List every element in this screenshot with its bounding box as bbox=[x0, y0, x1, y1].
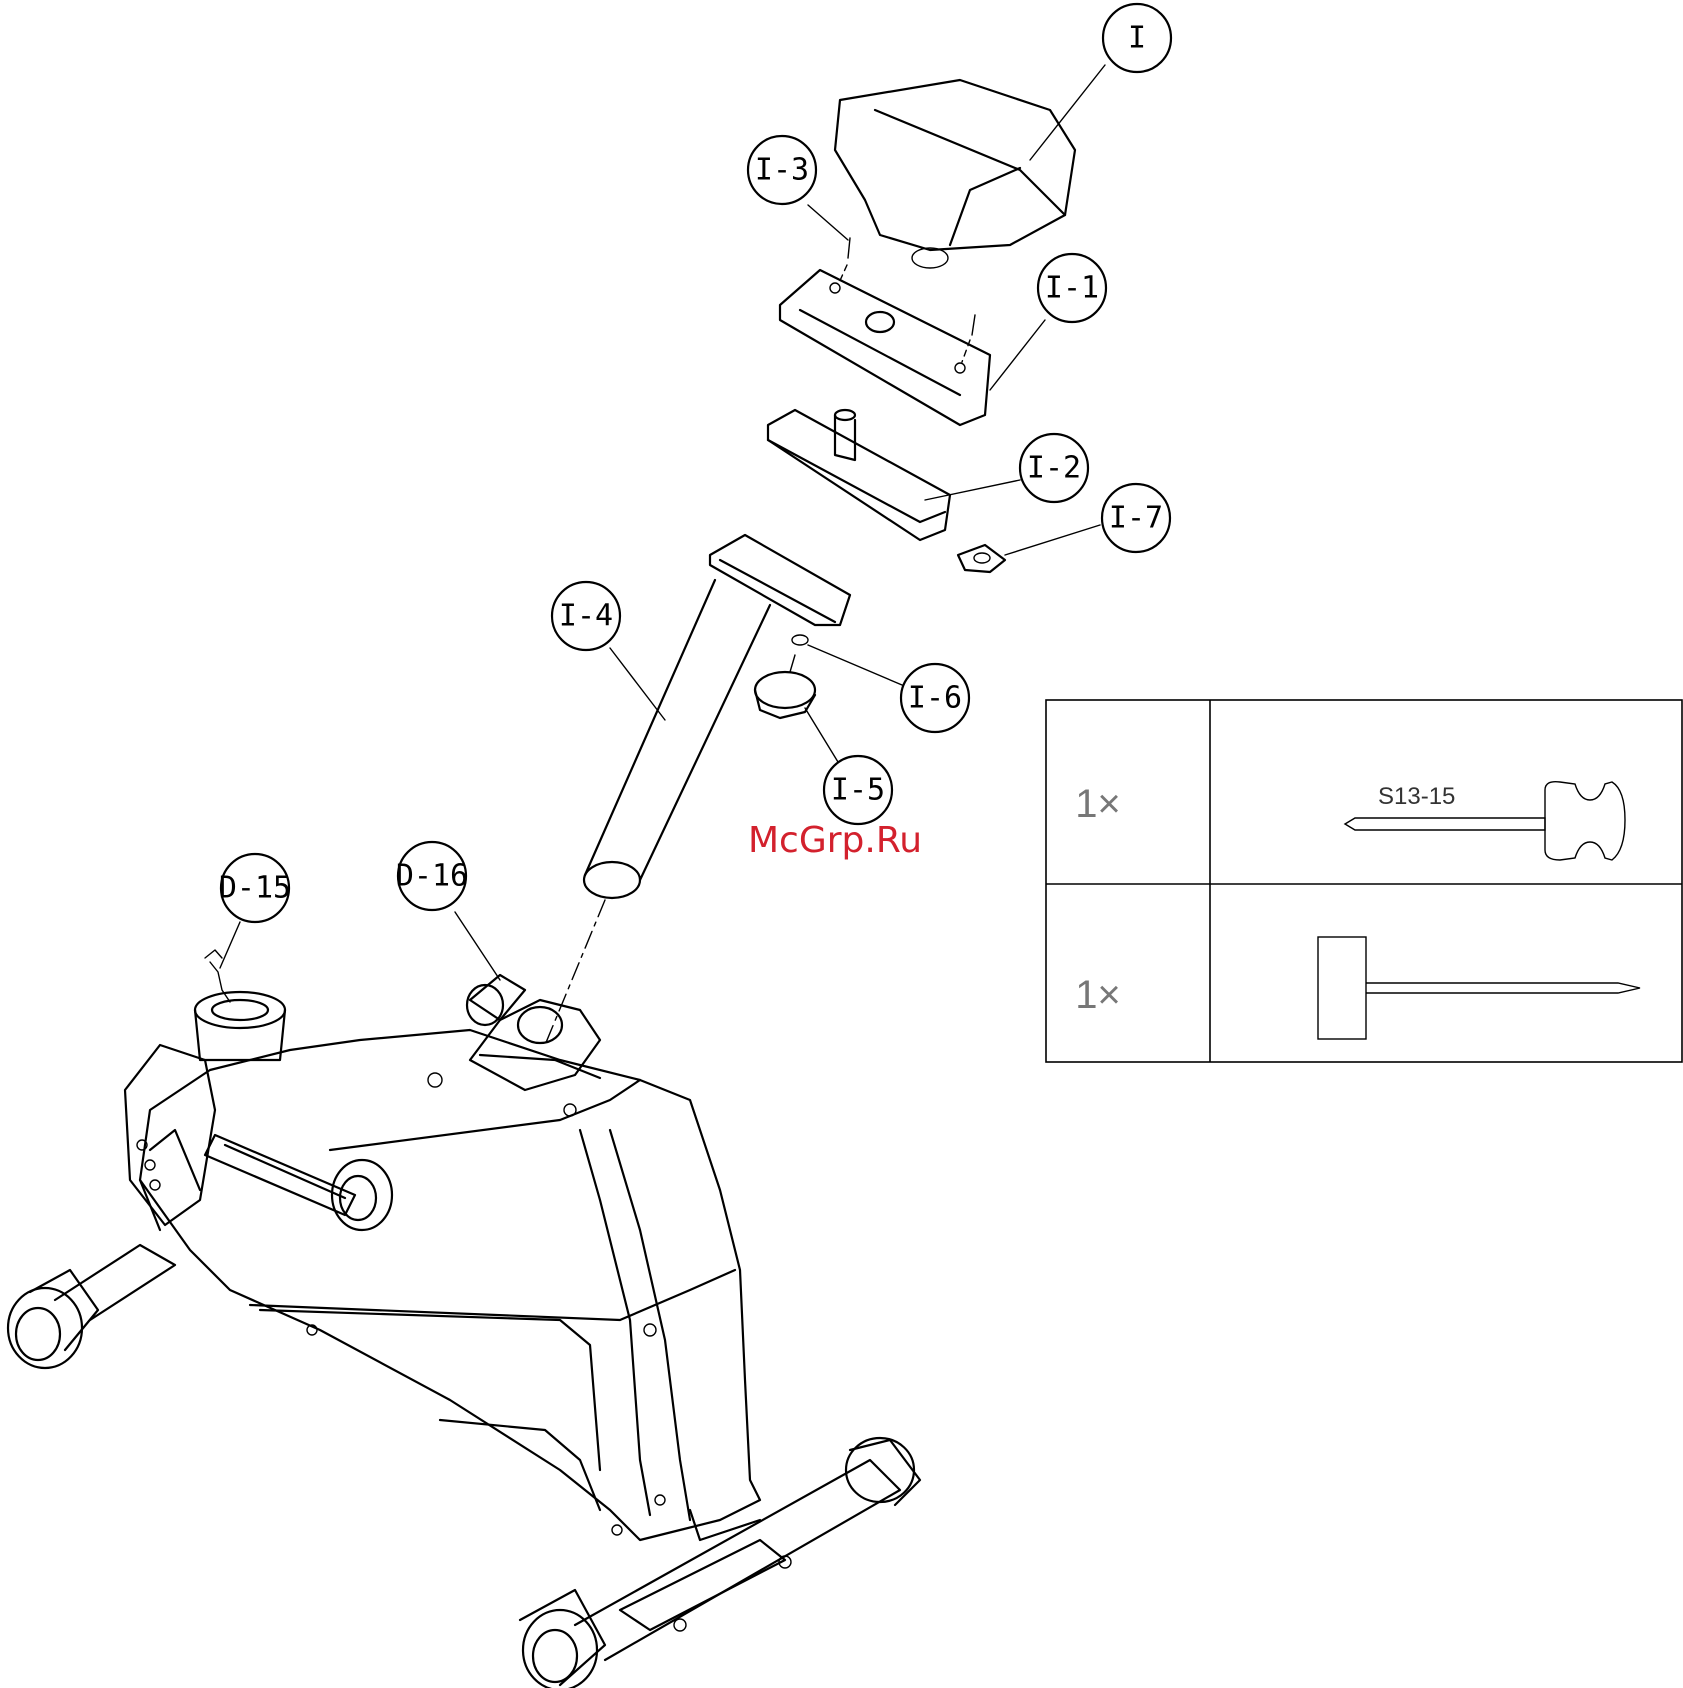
callout-seat-rail: I-2 bbox=[1020, 434, 1088, 502]
callout-label: I-7 bbox=[1109, 501, 1163, 536]
callout-seat-screw: I-3 bbox=[748, 136, 816, 204]
callout-label: I-2 bbox=[1027, 451, 1081, 486]
callout-seat-post: I-4 bbox=[552, 582, 620, 650]
leader-lines bbox=[220, 65, 1105, 980]
callout-label: I bbox=[1128, 21, 1146, 56]
tools-table: 1× S13-15 1× bbox=[1046, 700, 1682, 1062]
callout-rail-clip: I-7 bbox=[1102, 484, 1170, 552]
callout-seat: I bbox=[1103, 4, 1171, 72]
callout-label: I-4 bbox=[559, 599, 613, 634]
callout-tension-knob: D-16 bbox=[396, 842, 468, 910]
tool-qty: 1× bbox=[1075, 782, 1121, 826]
seat-rail bbox=[768, 410, 950, 540]
callout-label: I-1 bbox=[1045, 271, 1099, 306]
callout-label: I-3 bbox=[755, 153, 809, 188]
callout-knob: I-5 bbox=[824, 756, 892, 824]
callout-label: D-15 bbox=[219, 871, 291, 906]
watermark: McGrp.Ru bbox=[748, 820, 922, 861]
seat-saddle bbox=[835, 80, 1075, 268]
callout-label: I-5 bbox=[831, 773, 885, 808]
washer bbox=[792, 635, 808, 645]
rail-clip bbox=[958, 545, 1005, 572]
tool-label: S13-15 bbox=[1378, 783, 1455, 810]
callout-label: D-16 bbox=[396, 859, 468, 894]
callout-seat-cover: I-1 bbox=[1038, 254, 1106, 322]
callout-sensor-wire: D-15 bbox=[219, 854, 291, 922]
callout-label: I-6 bbox=[908, 681, 962, 716]
bike-frame bbox=[8, 975, 920, 1688]
seat-cover bbox=[780, 270, 990, 425]
tool-qty: 1× bbox=[1075, 973, 1121, 1017]
seat-screws bbox=[838, 238, 975, 362]
callout-washer: I-6 bbox=[901, 664, 969, 732]
